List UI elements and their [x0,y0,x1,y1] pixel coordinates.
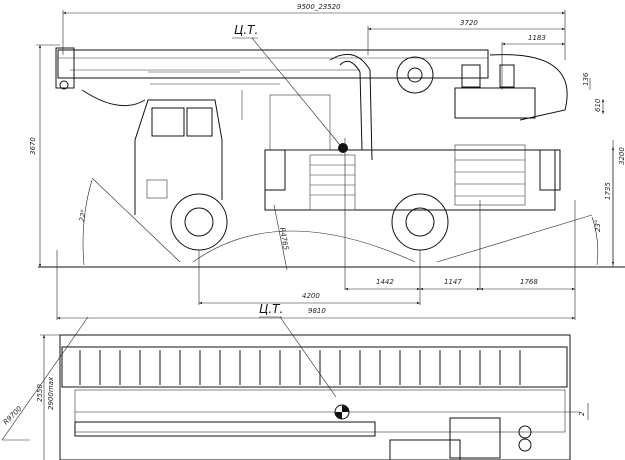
dim-610: 610 [594,98,602,112]
dim-overall-length: 9810 [308,307,326,315]
ladder-section [61,346,568,388]
dim-3720: 3720 [460,19,478,27]
dim-departure-angle: 23° [594,220,602,232]
rescue-basket [454,54,568,121]
hydraulic-cylinder [74,421,376,437]
dim-ramp-radius: R4765 [278,227,290,251]
front-wheel [170,193,228,251]
dim-136: 136 [582,72,590,86]
vehicle-outline [59,334,571,460]
front-outrigger [264,149,286,191]
dim-cg-offset: 2 [578,411,586,416]
turning-radius-line [1,316,89,441]
dim-total-height: 3670 [29,137,37,155]
cg-label-top: Ц.Т. [259,302,283,316]
ladder-boom [55,47,489,161]
dim-boom-length: 9500_23520 [297,3,341,11]
top-view: Ц.Т. 2550 2900max R9700 2 [1,302,589,460]
rear-wheel [391,193,449,251]
center-of-gravity-marker [232,37,348,153]
dim-right-height: 3200 [618,147,625,165]
rear-outrigger [539,149,561,191]
dim-1183: 1183 [528,34,546,42]
dim-1442: 1442 [376,278,394,286]
turntable-drum [396,56,434,94]
dim-width-max: 2900max [47,376,55,410]
departure-angle-line [436,214,593,263]
ramp-arc [192,230,416,263]
side-view: Ц.Т. 9500_23520 3720 1183 136 610 3670 3… [29,3,625,320]
truck-body [264,94,561,211]
dim-turning-radius: R9700 [2,404,24,426]
ladder-rungs [79,350,521,385]
rescue-basket-top [449,417,501,459]
dim-wheelbase: 4200 [302,292,320,300]
dim-1768: 1768 [520,278,538,286]
dim-width: 2550 [36,384,44,402]
dim-approach-angle: 22° [78,209,88,223]
approach-angle-line [91,177,181,263]
center-of-gravity-marker-top [259,316,350,420]
dim-1735: 1735 [604,182,612,200]
truck-cab [134,99,223,215]
dim-1147: 1147 [444,278,462,286]
cg-label: Ц.Т. [234,23,258,37]
